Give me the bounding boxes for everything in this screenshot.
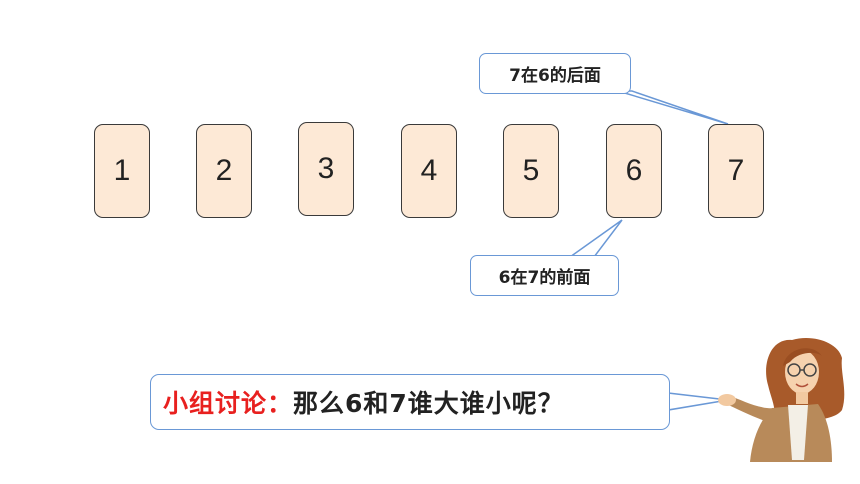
- top-speech-bubble: 7在6的后面: [479, 53, 631, 94]
- number-card-7: 7: [708, 124, 764, 218]
- discussion-question: 那么6和7谁大谁小呢？: [293, 389, 564, 418]
- top-bubble-text: 7在6的后面: [509, 66, 601, 86]
- number-card-1: 1: [94, 124, 150, 218]
- number-card-5: 5: [503, 124, 559, 218]
- number-card-3: 3: [298, 122, 354, 216]
- number-card-2: 2: [196, 124, 252, 218]
- bottom-bubble-text: 6在7的前面: [498, 268, 591, 288]
- number-card-4: 4: [401, 124, 457, 218]
- number-card-6: 6: [606, 124, 662, 218]
- discussion-label: 小组讨论：: [163, 389, 294, 418]
- bottom-speech-bubble: 6在7的前面: [470, 255, 619, 296]
- discussion-bubble: 小组讨论： 那么6和7谁大谁小呢？: [150, 374, 670, 430]
